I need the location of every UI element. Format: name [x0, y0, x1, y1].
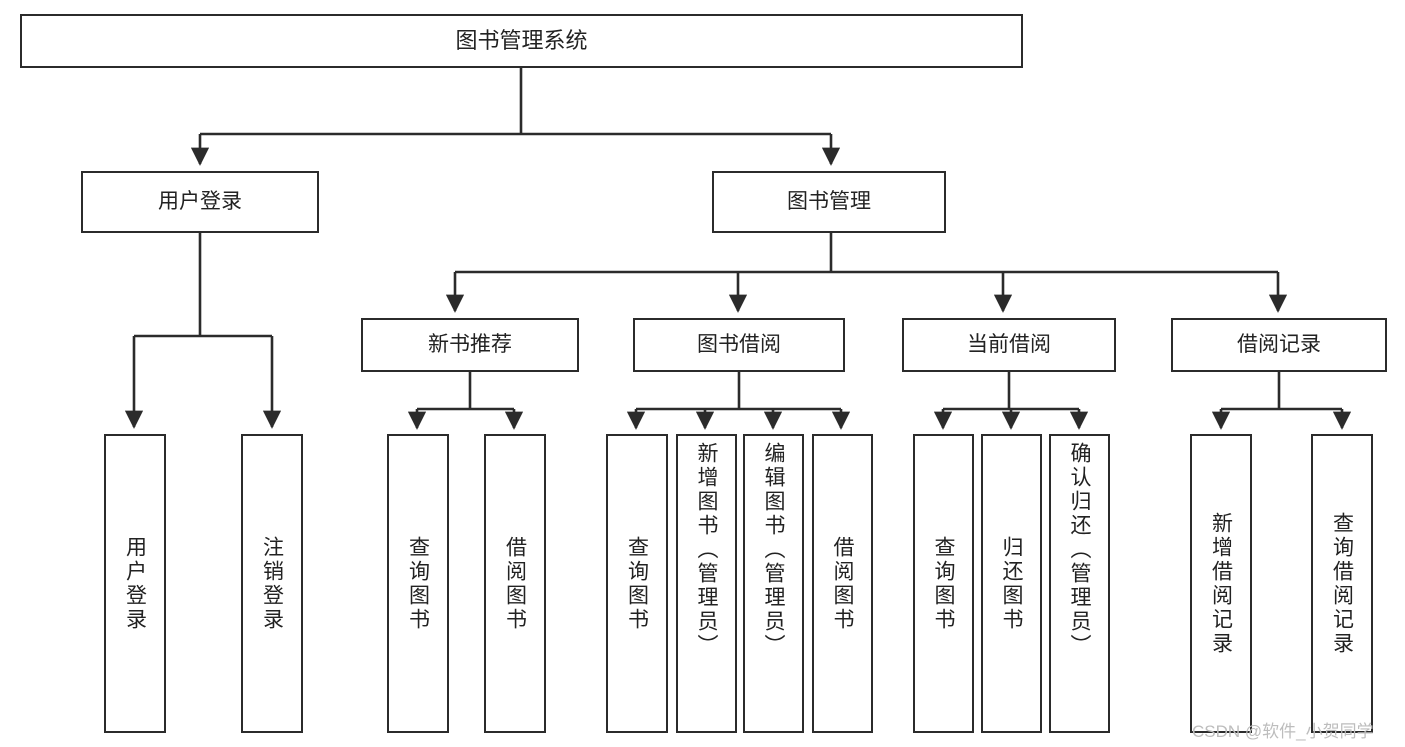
node-leaf-query-book-2-label: 查询图书: [625, 535, 649, 632]
node-leaf-user-login[interactable]: 用户登录: [104, 434, 166, 733]
node-leaf-confirm-return-admin[interactable]: 确认归还（管理员）: [1049, 434, 1110, 733]
node-leaf-add-book-admin-label: 新增图书（管理员）: [695, 442, 719, 658]
node-current-borrow[interactable]: 当前借阅: [902, 318, 1116, 372]
node-leaf-return-book[interactable]: 归还图书: [981, 434, 1042, 733]
node-current-borrow-label: 当前借阅: [967, 332, 1051, 356]
node-leaf-borrow-book-2-label: 借阅图书: [831, 535, 855, 632]
node-leaf-logout[interactable]: 注销登录: [241, 434, 303, 733]
node-book-borrow[interactable]: 图书借阅: [633, 318, 845, 372]
node-leaf-user-login-label: 用户登录: [123, 535, 147, 632]
node-leaf-add-borrow-record[interactable]: 新增借阅记录: [1190, 434, 1252, 733]
node-leaf-borrow-book-1-label: 借阅图书: [503, 535, 527, 632]
node-book-borrow-label: 图书借阅: [697, 332, 781, 356]
node-leaf-edit-book-admin[interactable]: 编辑图书（管理员）: [743, 434, 804, 733]
node-new-book-recommend[interactable]: 新书推荐: [361, 318, 579, 372]
node-leaf-add-borrow-record-label: 新增借阅记录: [1209, 511, 1233, 656]
node-leaf-query-book-1[interactable]: 查询图书: [387, 434, 449, 733]
node-leaf-query-book-3-label: 查询图书: [932, 535, 956, 632]
node-user-login[interactable]: 用户登录: [81, 171, 319, 233]
node-borrow-record[interactable]: 借阅记录: [1171, 318, 1387, 372]
node-new-book-recommend-label: 新书推荐: [428, 332, 512, 356]
node-leaf-query-borrow-record-label: 查询借阅记录: [1330, 511, 1354, 656]
node-leaf-query-book-3[interactable]: 查询图书: [913, 434, 974, 733]
node-root[interactable]: 图书管理系统: [20, 14, 1023, 68]
node-leaf-confirm-return-admin-label: 确认归还（管理员）: [1068, 442, 1092, 658]
node-borrow-record-label: 借阅记录: [1237, 332, 1321, 356]
node-leaf-borrow-book-1[interactable]: 借阅图书: [484, 434, 546, 733]
node-leaf-query-book-2[interactable]: 查询图书: [606, 434, 668, 733]
node-leaf-query-borrow-record[interactable]: 查询借阅记录: [1311, 434, 1373, 733]
csdn-watermark: CSDN @软件_小贺同学: [1192, 722, 1374, 741]
node-root-label: 图书管理系统: [455, 28, 588, 54]
node-leaf-add-book-admin[interactable]: 新增图书（管理员）: [676, 434, 737, 733]
node-leaf-query-book-1-label: 查询图书: [406, 535, 430, 632]
node-leaf-return-book-label: 归还图书: [1000, 535, 1024, 632]
node-leaf-borrow-book-2[interactable]: 借阅图书: [812, 434, 873, 733]
node-leaf-edit-book-admin-label: 编辑图书（管理员）: [762, 442, 786, 658]
node-book-management-label: 图书管理: [787, 189, 871, 213]
node-book-management[interactable]: 图书管理: [712, 171, 946, 233]
node-user-login-label: 用户登录: [158, 189, 242, 213]
node-leaf-logout-label: 注销登录: [260, 535, 284, 632]
